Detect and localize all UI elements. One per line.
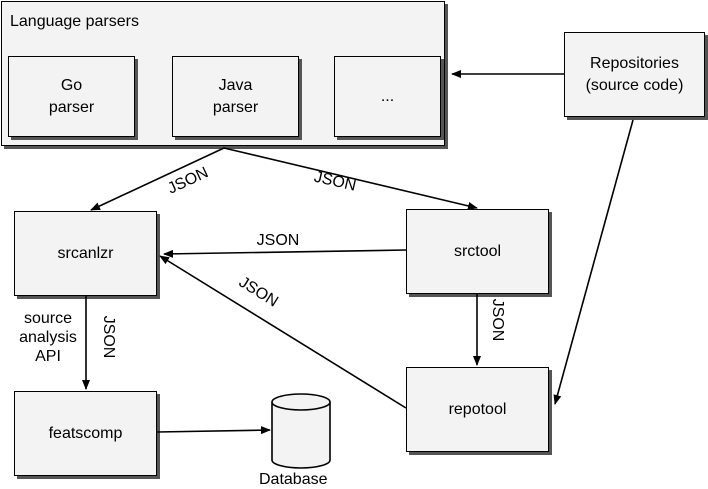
- more-parsers-label: ...: [380, 87, 395, 105]
- language-parsers-title: Language parsers: [10, 13, 139, 30]
- arrow-parsers-to-srcanlzr: [90, 147, 225, 211]
- json-label-parsers-srctool: JSON: [312, 169, 357, 195]
- featscomp-box: featscomp: [14, 391, 157, 476]
- json-label-srctool-srcanlzr: JSON: [257, 232, 300, 249]
- srctool-label: srctool: [453, 242, 502, 260]
- database-cylinder: [271, 393, 331, 469]
- srctool-box: srctool: [406, 209, 549, 294]
- go-parser-label: Go parser: [48, 76, 95, 116]
- json-label-parsers-srcanlzr: JSON: [165, 164, 211, 197]
- database-label: Database: [259, 471, 328, 488]
- featscomp-label: featscomp: [48, 424, 123, 442]
- repositories-label: Repositories (source code): [585, 54, 684, 94]
- srcanlzr-label: srcanlzr: [57, 244, 114, 262]
- repositories-box: Repositories (source code): [564, 32, 705, 117]
- java-parser-label: Java parser: [212, 76, 259, 116]
- go-parser-box: Go parser: [8, 56, 135, 137]
- more-parsers-box: ...: [334, 56, 441, 137]
- repotool-box: repotool: [406, 367, 549, 452]
- repotool-label: repotool: [448, 400, 507, 418]
- arrow-featscomp-to-database: [156, 426, 271, 435]
- json-label-srcanlzr-featscomp: JSON: [100, 316, 117, 359]
- arrow-parsers-to-srctool: [223, 147, 478, 210]
- source-analysis-api-label: source analysis API: [19, 310, 77, 365]
- srcanlzr-box: srcanlzr: [14, 211, 157, 296]
- java-parser-box: Java parser: [172, 56, 299, 137]
- json-label-repotool-srcanlzr: JSON: [236, 274, 281, 311]
- arrow-repositories-to-repotool: [553, 119, 634, 405]
- arrow-repotool-to-srcanlzr: [159, 255, 407, 409]
- json-label-srctool-repotool: JSON: [489, 299, 506, 342]
- arrow-srctool-to-srcanlzr: [163, 249, 407, 258]
